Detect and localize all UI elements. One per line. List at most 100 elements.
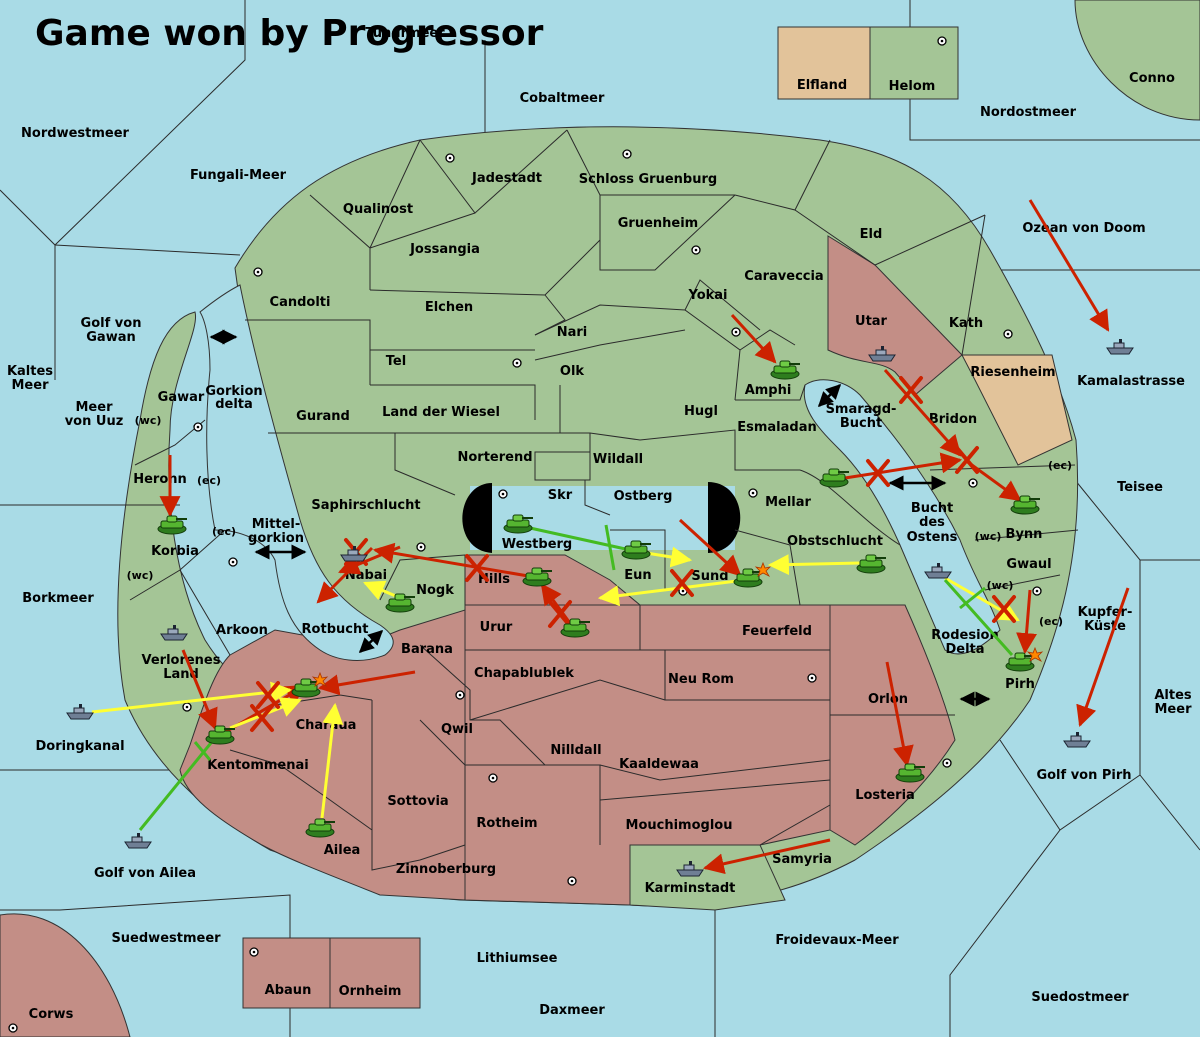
label-jossangia: Jossangia [409,242,480,257]
crossing-arrow-icon [817,383,842,408]
support-arrow [767,554,861,576]
label-jadestadt: Jadestadt [471,171,542,186]
supply-center-icon [1032,586,1042,596]
label-saphirschlucht: Saphirschlucht [311,498,420,513]
label-rotbucht: Rotbucht [302,622,369,637]
label-heronn-ec: (ec) [197,474,221,487]
convoy-tick [959,586,986,610]
move-arrow [885,661,914,768]
label-bridon: Bridon [929,412,977,427]
supply-center-icon [968,478,978,488]
label-bucht-des-ostens-3: Ostens [907,530,958,545]
move-arrow [1016,589,1037,655]
label-teisee: Teisee [1117,480,1163,495]
sea-center-lake [470,486,735,550]
label-schloss-gruenburg: Schloss Gruenburg [579,172,717,187]
label-smaragd-bucht-2: Bucht [840,416,882,431]
label-bridon-ec: (ec) [1048,459,1072,472]
label-meer-von-uuz-2: von Uuz [65,414,124,429]
supply-center-icon [182,702,192,712]
label-losteria: Losteria [855,788,915,803]
region-elfland[interactable] [777,26,871,100]
label-bucht-des-ostens-2: des [919,515,945,530]
label-riesenheim: Riesenheim [970,365,1055,380]
label-kaaldewaa: Kaaldewaa [619,757,699,772]
progressor-territory [179,235,963,906]
impassable-center [462,482,741,553]
page-title: Game won by Progressor [35,13,544,54]
supply-center-icon [193,422,203,432]
label-kupfer-kueste-1: Kupfer- [1078,605,1133,620]
label-corws: Corws [29,1007,74,1022]
province-borders [120,129,1079,871]
label-esmaladan: Esmaladan [737,420,817,435]
label-elfland: Elfland [797,78,847,93]
label-fungali-meer: Fungali-Meer [190,168,287,183]
region-utar[interactable] [827,235,963,396]
region-riesenheim[interactable] [961,354,1073,466]
supply-center-icon [488,773,498,783]
crossings [209,329,991,707]
supply-center-icon [8,1023,18,1033]
label-verlorenes-land-1: Verlorenes [141,653,220,668]
label-tel: Tel [386,354,406,369]
supply-center-icon [748,488,758,498]
label-altes-meer-2: Meer [1155,702,1193,717]
supply-center-icon [416,542,426,552]
label-ostberg: Ostberg [614,489,673,504]
label-suedwestmeer: Suedwestmeer [111,931,221,946]
label-eld: Eld [860,227,883,242]
supply-center-icon [253,267,263,277]
label-kamalastrasse: Kamalastrasse [1077,374,1185,389]
move-arrow [181,649,218,730]
label-gorkion-delta-2: delta [215,397,253,412]
label-rodesion-delta-1: Rodesion [931,628,998,643]
supply-center-icon [228,557,238,567]
region-corws[interactable] [0,913,131,1037]
region-conno[interactable] [1074,0,1200,121]
sea-gorkion-delta[interactable] [199,284,394,661]
label-kaltes-meer-2: Meer [12,378,50,393]
label-karminstadt: Karminstadt [645,881,736,896]
label-wildall: Wildall [593,452,643,467]
label-gwaul-ec: (ec) [1039,615,1063,628]
convoy-tick [193,741,212,761]
label-kaltes-meer-1: Kaltes [7,364,53,379]
supply-center-icon [445,153,455,163]
label-ornheim: Ornheim [339,984,402,999]
region-karminstadt[interactable] [629,844,786,911]
supply-center-icon [622,149,632,159]
label-kentommenai: Kentommenai [207,758,308,773]
label-nilldall: Nilldall [550,743,601,758]
label-olk: Olk [560,364,585,379]
label-mittelgorkion-1: Mittel- [252,517,301,532]
convoy-line [943,579,1014,656]
label-obstschlucht: Obstschlucht [787,534,883,549]
label-candolti: Candolti [270,295,331,310]
label-nordwestmeer: Nordwestmeer [21,126,129,141]
label-abaun: Abaun [265,983,312,998]
label-korbia-ec: (ec) [212,525,236,538]
move-arrow [372,542,541,580]
supply-center-icon [567,876,577,886]
label-qualinost: Qualinost [343,202,413,217]
label-gawar: Gawar [158,390,205,405]
supply-center-icon [731,327,741,337]
region-ornheim[interactable] [329,937,421,1009]
label-doringkanal: Doringkanal [35,739,124,754]
label-arkoon: Arkoon [216,623,268,638]
label-zinnoberburg: Zinnoberburg [396,862,496,877]
label-nogk: Nogk [416,583,454,598]
label-rotheim: Rotheim [476,816,537,831]
label-suedostmeer: Suedostmeer [1031,990,1129,1005]
move-arrow [844,452,963,480]
label-mellar: Mellar [765,495,811,510]
region-orlon-losteria[interactable] [829,604,956,846]
label-golf-von-pirh: Golf von Pirh [1036,768,1131,783]
label-kath: Kath [949,316,983,331]
label-helom: Helom [889,79,936,94]
label-hills: Hills [478,572,510,587]
label-pirh: Pirh [1005,677,1035,692]
crossing-arrow-icon [358,629,384,654]
label-gwaul: Gwaul [1006,557,1051,572]
